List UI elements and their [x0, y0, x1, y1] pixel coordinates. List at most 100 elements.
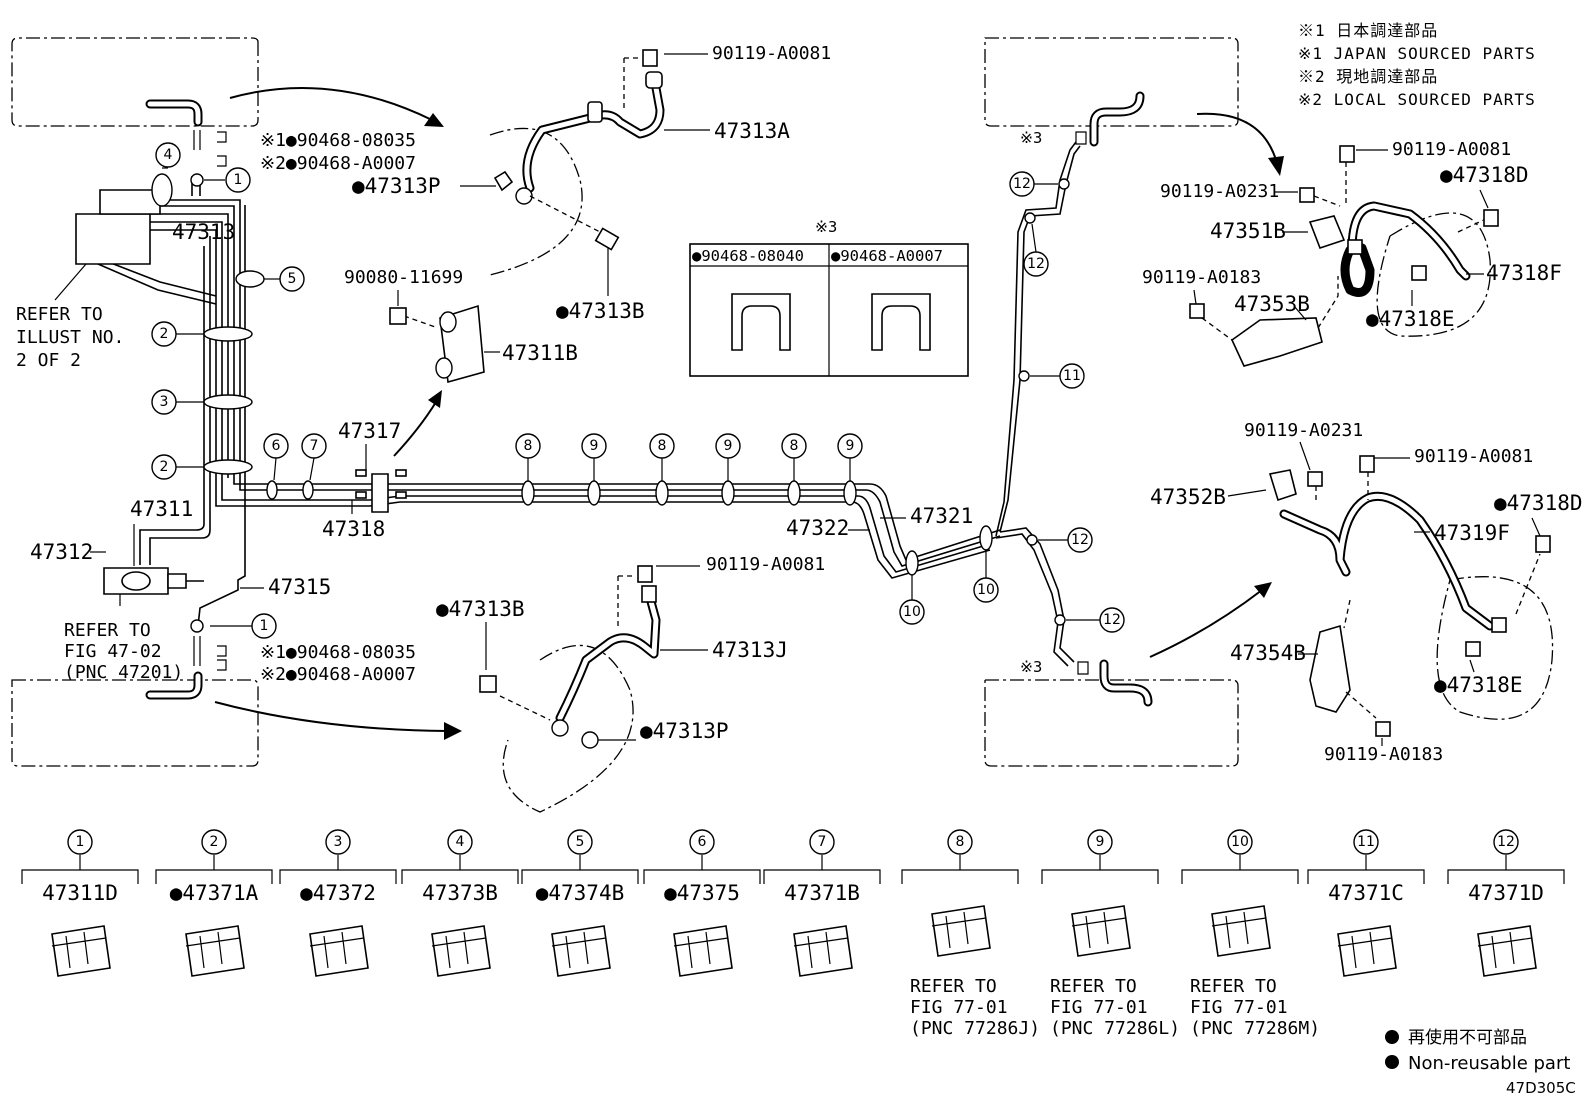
legend-jp: 再使用不可部品	[1408, 1027, 1527, 1048]
callout-3-text: 3	[160, 394, 169, 410]
callout-4-text: 4	[164, 147, 173, 163]
diagram-callouts: 1 4 5 2 3 2 6 7 1 8 9 8	[151, 142, 1125, 639]
bottom-part-number: ●47371A	[170, 881, 259, 905]
bottom-part-refer-line: REFER TO	[1050, 976, 1137, 997]
callout-8-a	[515, 433, 541, 459]
callout-2-a	[151, 321, 177, 347]
part-labels: 90119-A0081 47313A ●47313P ●47313B 90080…	[16, 43, 1583, 765]
callout-7	[301, 433, 327, 459]
label-47321: 47321	[910, 504, 973, 528]
front-left-hose-detail	[489, 49, 665, 276]
bottom-part-illustration	[51, 925, 111, 977]
callout-10-a-text: 10	[903, 604, 921, 620]
bottom-part-number: ●47374B	[536, 881, 625, 905]
direction-arrows	[214, 87, 1284, 740]
note-japan-en: ※1 JAPAN SOURCED PARTS	[1298, 44, 1536, 63]
bottom-part-number: ●47375	[664, 881, 740, 905]
callout-9-a	[581, 433, 607, 459]
callout-6-text: 6	[272, 438, 281, 454]
bottom-callout-circle	[809, 829, 835, 855]
bottom-part-illustration	[673, 925, 733, 977]
bottom-part-illustration	[793, 925, 853, 977]
front-right-hose-detail	[1189, 145, 1499, 367]
callout-11-text: 11	[1063, 368, 1081, 384]
bottom-part-5: 5●47374B	[521, 829, 639, 977]
label-refer-fig-line2: FIG 47-02	[64, 641, 162, 662]
bottom-part-refer-line: FIG 77-01	[1050, 997, 1148, 1018]
bottom-part-number: 47373B	[422, 881, 498, 905]
label-r-47352B: 47352B	[1150, 485, 1226, 509]
label-refer-illust-line1: REFER TO	[16, 304, 103, 325]
bottom-callout-number: 10	[1231, 834, 1249, 850]
callout-12-d	[1099, 607, 1125, 633]
bottom-callout-circle	[325, 829, 351, 855]
callout-8-c-text: 8	[790, 438, 799, 454]
bottom-callout-circle	[1227, 829, 1253, 855]
callout-9-a-text: 9	[590, 438, 599, 454]
note3-left-part: ●90468-08040	[692, 247, 804, 265]
label-90080-11699: 90080-11699	[344, 267, 463, 288]
bottom-parts-row: 147311D2●47371A3●47372447373B5●47374B6●4…	[21, 829, 1565, 1039]
callout-12-b	[1023, 251, 1049, 277]
bottom-callout-circle	[1353, 829, 1379, 855]
label-47315: 47315	[268, 575, 331, 599]
connector-block	[355, 469, 407, 513]
bottom-part-illustration	[1477, 925, 1537, 977]
bottom-part-illustration	[431, 925, 491, 977]
callout-11	[1059, 363, 1085, 389]
label-local-90468-A0007-top: ※2●90468-A0007	[260, 153, 416, 174]
rear-left-hose-detail	[479, 565, 661, 813]
label-r-90119-A0081-a: 90119-A0081	[1392, 139, 1511, 160]
callout-1-top	[225, 167, 251, 193]
outline-rear-right	[984, 679, 1239, 767]
callout-8-c	[781, 433, 807, 459]
label-47318: 47318	[322, 517, 385, 541]
clamp-47311B	[389, 304, 485, 384]
callout-5-text: 5	[288, 271, 297, 287]
bottom-part-refer-line: REFER TO	[910, 976, 997, 997]
label-47313A: 47313A	[714, 119, 790, 143]
bottom-part-illustration	[551, 925, 611, 977]
label-refer-illust-line3: 2 OF 2	[16, 350, 81, 371]
label-local-90468-A0007-bottom: ※2●90468-A0007	[260, 664, 416, 685]
master-cylinder	[103, 567, 204, 606]
callout-10-b	[973, 577, 999, 603]
note-local-jp: ※2 現地調達部品	[1298, 67, 1438, 86]
label-47311B: 47311B	[502, 341, 578, 365]
source-notes: ※1 日本調達部品 ※1 JAPAN SOURCED PARTS ※2 現地調達…	[1298, 21, 1536, 109]
bottom-part-refer-line: (PNC 77286L)	[1050, 1018, 1180, 1039]
bottom-part-refer-line: FIG 77-01	[1190, 997, 1288, 1018]
bottom-part-refer-line: (PNC 77286J)	[910, 1018, 1040, 1039]
label-r-47353B: 47353B	[1234, 292, 1310, 316]
label-47313J: 47313J	[712, 638, 788, 662]
callout-9-c-text: 9	[846, 438, 855, 454]
label-r-90119-A0231-a: 90119-A0231	[1160, 181, 1279, 202]
bottom-callout-number: 9	[1096, 834, 1105, 850]
label-r-47318F: 47318F	[1486, 261, 1562, 285]
legend: 再使用不可部品 Non-reusable part 47D305C	[1385, 1027, 1576, 1097]
bottom-callout-number: 2	[210, 834, 219, 850]
bottom-part-number: 47371D	[1468, 881, 1544, 905]
bottom-callout-number: 1	[76, 834, 85, 850]
bottom-callout-circle	[689, 829, 715, 855]
label-r-47318D-a: ●47318D	[1440, 163, 1529, 187]
label-r-47318E-b: ●47318E	[1434, 673, 1523, 697]
note3-right-part: ●90468-A0007	[831, 247, 943, 265]
junction-block-47313	[54, 189, 161, 301]
callout-1-top-text: 1	[234, 172, 243, 188]
callout-1-bottom	[251, 613, 277, 639]
label-47313P-bottom: ●47313P	[640, 719, 729, 743]
callout-2-b-text: 2	[160, 459, 169, 475]
label-refer-illust-line2: ILLUST NO.	[16, 327, 124, 348]
bottom-part-number: 47371B	[784, 881, 860, 905]
bottom-part-3: 3●47372	[279, 829, 397, 977]
callout-8-b	[649, 433, 675, 459]
grommet-top	[190, 130, 227, 671]
horizontal-clamps	[521, 480, 993, 576]
